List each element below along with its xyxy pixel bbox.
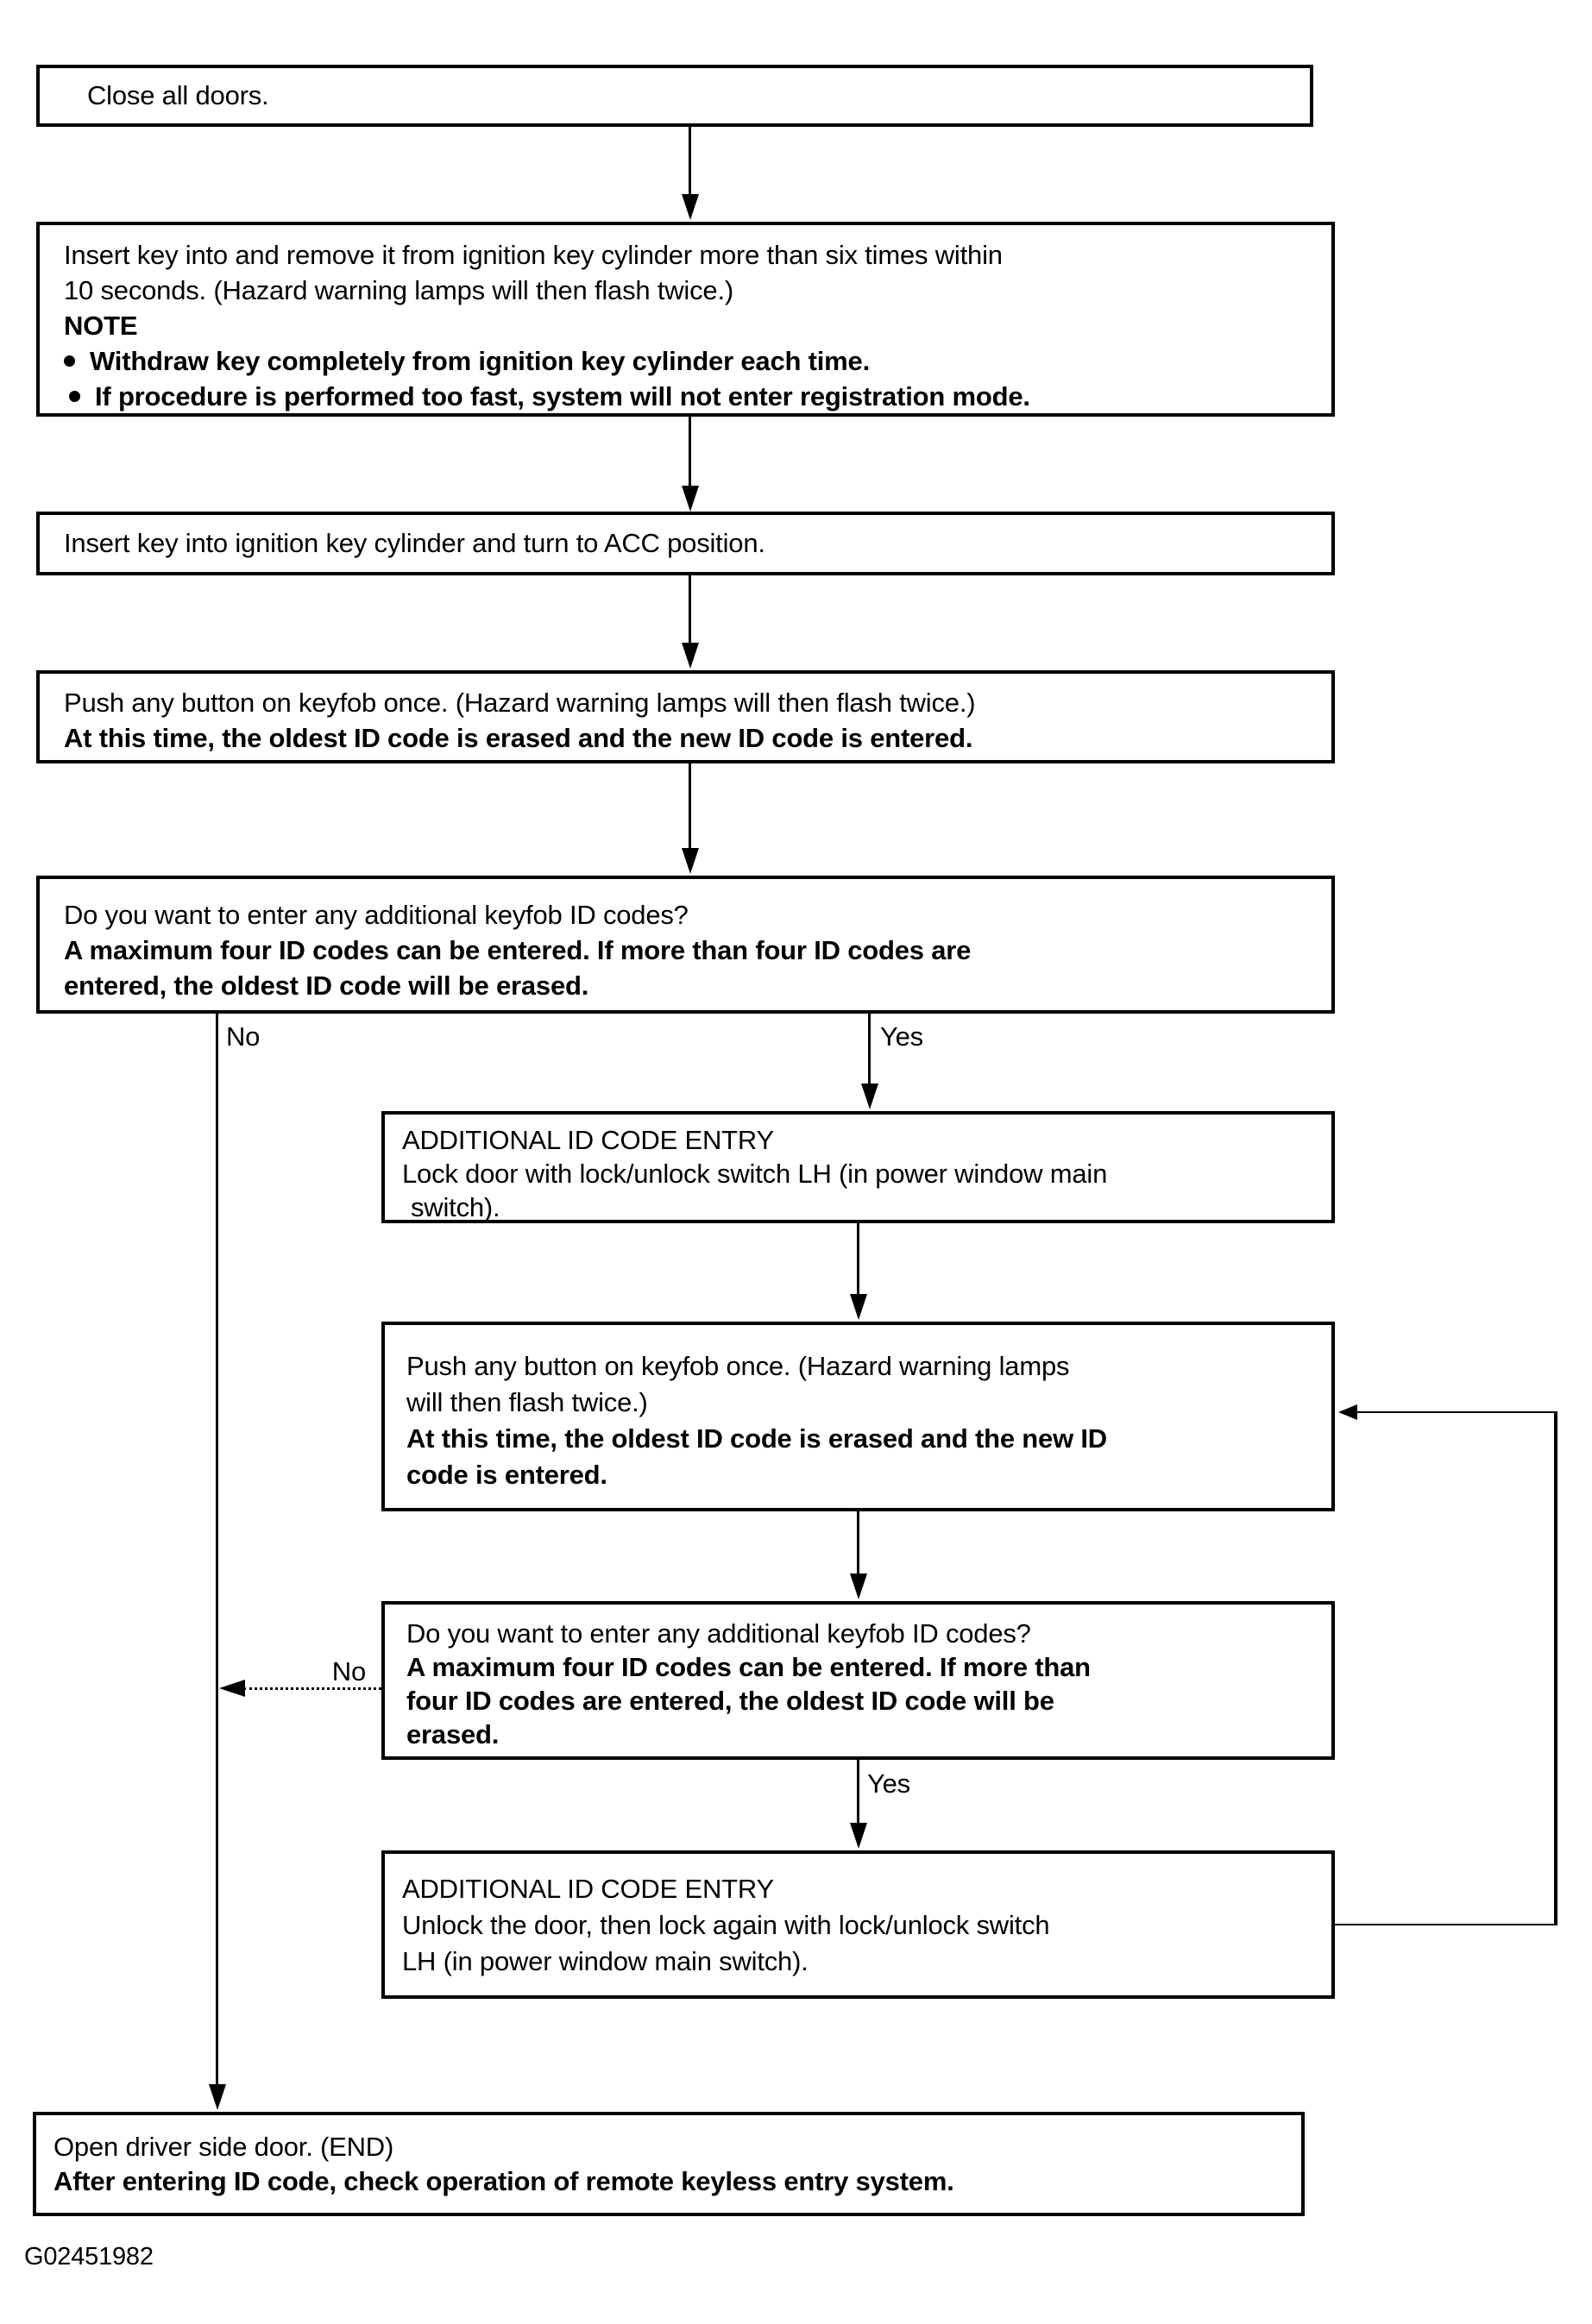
box-text: Insert key into and remove it from ignit… [64, 240, 1003, 270]
box-text: 10 seconds. (Hazard warning lamps will t… [64, 275, 733, 305]
branch-yes-line-2 [857, 1760, 859, 1825]
box-text: switch). [411, 1192, 500, 1222]
box-insert-remove-key: Insert key into and remove it from ignit… [36, 222, 1335, 417]
figure-code: G02451982 [24, 2243, 154, 2271]
box-text: entered, the oldest ID code will be eras… [64, 970, 589, 1001]
box-text: Lock door with lock/unlock switch LH (in… [402, 1159, 1108, 1189]
bullet-icon [69, 391, 80, 402]
note-heading: NOTE [64, 311, 138, 341]
arrow-down-icon [850, 1573, 867, 1599]
branch-label-yes-1: Yes [880, 1021, 923, 1052]
box-text: four ID codes are entered, the oldest ID… [406, 1686, 1054, 1716]
box-text: If procedure is performed too fast, syst… [95, 381, 1030, 411]
arrow-down-icon [861, 1083, 878, 1109]
arrow-down-icon [850, 1294, 867, 1320]
box-turn-to-acc: Insert key into ignition key cylinder an… [36, 512, 1335, 575]
feedback-line-vertical [1554, 1411, 1557, 1925]
box-text: Withdraw key completely from ignition ke… [90, 346, 870, 376]
arrow-down-icon [850, 1823, 867, 1849]
box-text: Insert key into ignition key cylinder an… [64, 528, 765, 558]
branch-label-yes-2: Yes [867, 1768, 910, 1799]
box-text: Do you want to enter any additional keyf… [64, 900, 689, 930]
box-title: ADDITIONAL ID CODE ENTRY [402, 1874, 774, 1904]
arrow-line-4 [689, 763, 691, 850]
box-text: Push any button on keyfob once. (Hazard … [64, 688, 976, 718]
arrow-line-2 [689, 417, 691, 487]
box-text: A maximum four ID codes can be entered. … [64, 935, 972, 965]
box-additional-codes-question-2: Do you want to enter any additional keyf… [381, 1601, 1335, 1760]
arrow-down-icon [209, 2084, 226, 2110]
box-text: At this time, the oldest ID code is eras… [406, 1423, 1107, 1454]
box-text: At this time, the oldest ID code is eras… [64, 723, 973, 753]
box-text: Do you want to enter any additional keyf… [406, 1618, 1031, 1649]
box-text: code is entered. [406, 1460, 607, 1490]
box-text: Open driver side door. (END) [53, 2132, 394, 2162]
arrow-down-icon [682, 194, 699, 220]
note-bullet-item: Withdraw key completely from ignition ke… [64, 343, 1331, 379]
branch-label-no-2: No [331, 1656, 366, 1686]
box-text: After entering ID code, check operation … [53, 2166, 954, 2196]
note-bullet-item: If procedure is performed too fast, syst… [69, 379, 1331, 414]
box-text: Close all doors. [87, 80, 269, 110]
arrow-left-icon [1338, 1404, 1357, 1420]
box-additional-id-code-entry-lock: ADDITIONAL ID CODE ENTRY Lock door with … [381, 1111, 1335, 1223]
branch-label-no-1: No [226, 1021, 261, 1052]
box-push-keyfob-button: Push any button on keyfob once. (Hazard … [36, 670, 1335, 763]
box-text: LH (in power window main switch). [402, 1946, 809, 1976]
arrow-line-1 [689, 127, 691, 196]
bullet-icon [64, 355, 75, 367]
box-title: ADDITIONAL ID CODE ENTRY [402, 1125, 774, 1155]
box-text: Push any button on keyfob once. (Hazard … [406, 1351, 1070, 1381]
arrow-line-6 [857, 1223, 859, 1294]
branch-yes-line-1 [868, 1014, 871, 1085]
box-push-keyfob-button-2: Push any button on keyfob once. (Hazard … [381, 1322, 1335, 1511]
feedback-line-bottom [1335, 1924, 1557, 1925]
arrow-line-3 [689, 575, 691, 644]
box-text: A maximum four ID codes can be entered. … [406, 1652, 1091, 1682]
feedback-line-top [1356, 1411, 1556, 1413]
branch-no-dotted-line [243, 1687, 381, 1690]
box-additional-id-code-entry-unlock: ADDITIONAL ID CODE ENTRY Unlock the door… [381, 1850, 1335, 1999]
box-additional-codes-question: Do you want to enter any additional keyf… [36, 876, 1335, 1014]
box-text: erased. [406, 1719, 500, 1749]
branch-no-line [216, 1014, 218, 2086]
arrow-down-icon [682, 486, 699, 512]
arrow-down-icon [682, 643, 699, 669]
box-text: will then flash twice.) [406, 1387, 648, 1417]
arrow-line-7 [857, 1511, 859, 1575]
box-end-open-door: Open driver side door. (END) After enter… [33, 2112, 1305, 2216]
box-text: Unlock the door, then lock again with lo… [402, 1910, 1050, 1940]
arrow-left-icon [219, 1680, 245, 1697]
box-close-all-doors: Close all doors. [36, 65, 1313, 127]
arrow-down-icon [682, 848, 699, 874]
